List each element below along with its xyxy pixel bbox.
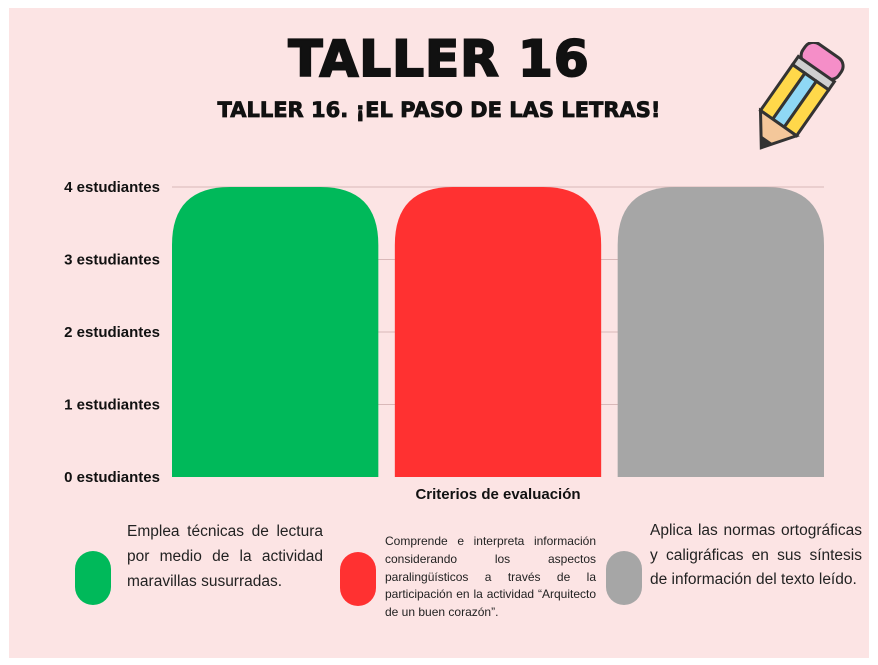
legend-swatch-gray bbox=[606, 551, 642, 605]
x-axis-label: Criterios de evaluación bbox=[415, 486, 580, 503]
legend-swatch-red bbox=[340, 552, 376, 606]
y-tick-label: 4 estudiantes bbox=[64, 179, 160, 196]
y-tick-label: 2 estudiantes bbox=[64, 324, 160, 341]
page-subtitle: TALLER 16. ¡EL PASO DE LAS LETRAS! bbox=[217, 98, 661, 123]
y-tick-label: 0 estudiantes bbox=[64, 469, 160, 486]
legend-swatch-green bbox=[75, 551, 111, 605]
legend-label-2: Comprende e interpreta información consi… bbox=[385, 534, 596, 620]
legend-label-3: Aplica las normas ortográficas y caligrá… bbox=[650, 522, 862, 588]
bar-1 bbox=[172, 187, 379, 477]
page-title: TALLER 16 bbox=[287, 29, 590, 89]
bar-2 bbox=[394, 187, 602, 477]
y-tick-label: 3 estudiantes bbox=[64, 252, 160, 269]
legend-label-1: Emplea técnicas de lectura por medio de … bbox=[127, 523, 323, 590]
bar-3 bbox=[617, 187, 824, 477]
y-tick-label: 1 estudiantes bbox=[64, 397, 160, 414]
pencil-icon bbox=[758, 42, 845, 150]
